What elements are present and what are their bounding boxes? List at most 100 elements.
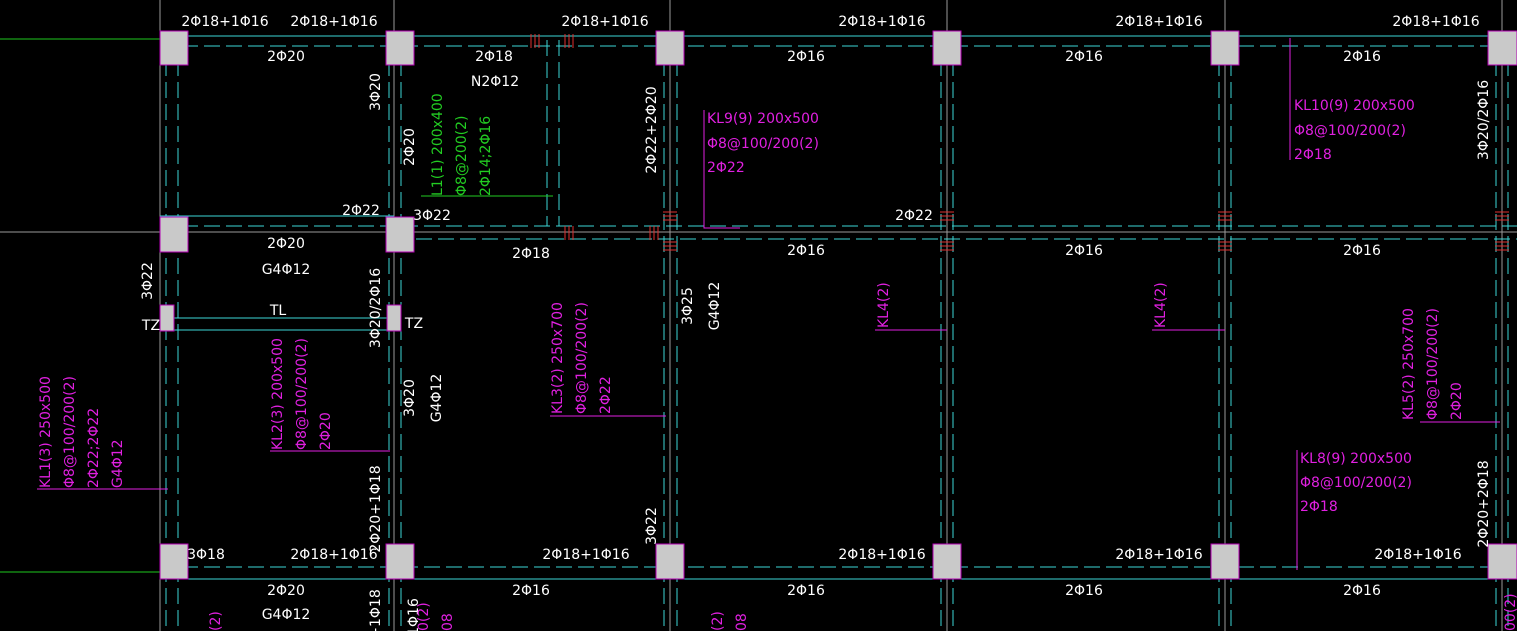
top-rebar-label: 2Φ18+1Φ16 <box>290 547 377 563</box>
partial-label: (2) <box>710 611 726 631</box>
bottom-rebar-label: 2Φ16 <box>787 49 825 65</box>
beam-kl1-stirrup: Φ8@100/200(2) <box>62 376 78 488</box>
beam-kl5-rebar: 2Φ20 <box>1449 382 1465 420</box>
bottom-rebar-label: 2Φ16 <box>1065 243 1103 259</box>
partial-label: (2) <box>208 611 224 631</box>
grid-stubs <box>0 38 160 573</box>
column <box>159 304 175 332</box>
vertical-rebar-label: 2Φ20+1Φ18 <box>368 465 384 552</box>
bottom-rebar-label: 2Φ16 <box>1065 49 1103 65</box>
vertical-rebar-label: 3Φ22 <box>644 507 660 545</box>
column <box>385 543 415 580</box>
column <box>655 30 685 66</box>
bottom-rebar-label: 2Φ16 <box>787 583 825 599</box>
beam-kl9-stirrup: Φ8@100/200(2) <box>707 136 819 152</box>
vertical-rebar-label: G4Φ12 <box>707 282 723 331</box>
column <box>932 30 962 66</box>
bottom-rebar-label: 2Φ20 <box>267 236 305 252</box>
beam-kl8-name: KL8(9) 200x500 <box>1300 451 1412 467</box>
bottom-rebar-label: 2Φ16 <box>512 583 550 599</box>
beam-kl2-name: KL2(3) 200x500 <box>270 338 286 450</box>
top-rebar-label: 3Φ18 <box>187 547 225 563</box>
column <box>1487 30 1517 66</box>
top-rebar-label: 2Φ18+1Φ16 <box>561 14 648 30</box>
top-rebar-label: 2Φ22 <box>342 203 380 219</box>
column <box>655 543 685 580</box>
column <box>385 216 415 253</box>
vertical-rebar-label: 3Φ20/2Φ16 <box>368 268 384 348</box>
bottom-rebar-label: 2Φ16 <box>1343 243 1381 259</box>
beam-kl10-stirrup: Φ8@100/200(2) <box>1294 123 1406 139</box>
beam-annotations-green: L1(1) 200x400 Φ8@200(2) 2Φ14;2Φ16 <box>430 93 494 196</box>
vertical-rebar-label: +1Φ18 <box>368 589 384 631</box>
bottom-rebar-label: 2Φ16 <box>1343 49 1381 65</box>
vertical-rebar-label: 2Φ20 <box>402 128 418 166</box>
beam-kl3-stirrup: Φ8@100/200(2) <box>574 302 590 414</box>
top-rebar-label: 2Φ18+1Φ16 <box>290 14 377 30</box>
columns <box>159 30 1517 580</box>
top-rebar-label: 2Φ18+1Φ16 <box>181 14 268 30</box>
bottom-rebar-label: 2Φ16 <box>787 243 825 259</box>
bottom-rebar-label: 2Φ16 <box>1065 583 1103 599</box>
column <box>159 30 189 66</box>
beam-kl2-stirrup: Φ8@100/200(2) <box>294 338 310 450</box>
side-rebar-label: G4Φ12 <box>262 607 311 623</box>
beam-kl9-rebar: 2Φ22 <box>707 160 745 176</box>
column <box>159 216 189 253</box>
beam-kl2-rebar: 2Φ20 <box>318 412 334 450</box>
top-rebar-label: 2Φ18+1Φ16 <box>1392 14 1479 30</box>
beam-kl3-name: KL3(2) 250x700 <box>550 302 566 414</box>
beam-kl4-name: KL4(2) <box>876 282 892 328</box>
stair-column-label: TZ <box>404 316 423 332</box>
column <box>1210 543 1240 580</box>
beam-annotations-magenta: KL9(9) 200x500 Φ8@100/200(2) 2Φ22 KL10(9… <box>38 98 1517 631</box>
beam-kl8-rebar: 2Φ18 <box>1300 499 1338 515</box>
column <box>385 30 415 66</box>
top-rebar-label: 2Φ18+1Φ16 <box>1374 547 1461 563</box>
vertical-rebar-label: 3Φ20/2Φ16 <box>1476 80 1492 160</box>
beam-kl1-rebar: 2Φ22;2Φ22 <box>86 408 102 488</box>
top-rebar-label: 2Φ18+1Φ16 <box>838 14 925 30</box>
top-rebar-label: 2Φ22 <box>895 208 933 224</box>
column <box>1487 543 1517 580</box>
beam-l1-name: L1(1) 200x400 <box>430 93 446 196</box>
bottom-rebar-label: 2Φ18 <box>512 246 550 262</box>
partial-label: 08 <box>734 613 750 631</box>
beam-kl1-name: KL1(3) 250x500 <box>38 376 54 488</box>
beam-kl10-rebar: 2Φ18 <box>1294 147 1332 163</box>
vertical-rebar-label: 2Φ22+2Φ20 <box>644 86 660 173</box>
partial-label: 08 <box>440 613 456 631</box>
vertical-rebar-label: 3Φ25 <box>680 287 696 325</box>
beam-l1-stirrup: Φ8@200(2) <box>454 116 470 196</box>
top-rebar-label: 2Φ18+1Φ16 <box>542 547 629 563</box>
beam-kl5-name: KL5(2) 250x700 <box>1401 308 1417 420</box>
beam-kl5-stirrup: Φ8@100/200(2) <box>1425 308 1441 420</box>
top-rebar-label: 2Φ18+1Φ16 <box>838 547 925 563</box>
leader-lines <box>37 38 1500 570</box>
beam-kl4-name: KL4(2) <box>1153 282 1169 328</box>
bottom-rebar-label: 2Φ20 <box>267 583 305 599</box>
top-rebar-label: 2Φ18+1Φ16 <box>1115 14 1202 30</box>
stirrup-marks <box>530 34 1509 251</box>
column <box>1210 30 1240 66</box>
beam-l1-rebar: 2Φ14;2Φ16 <box>478 116 494 196</box>
vertical-rebar-label: 1Φ16 <box>406 598 422 631</box>
vertical-rebar-label: 3Φ22 <box>140 262 156 300</box>
vertical-rebar-label: 3Φ20 <box>368 73 384 111</box>
partial-label: 00(2) <box>1503 593 1517 631</box>
column <box>386 304 402 332</box>
beam-kl3-rebar: 2Φ22 <box>598 376 614 414</box>
stair-column-label: TZ <box>141 318 160 334</box>
bottom-rebar-label: 2Φ20 <box>267 49 305 65</box>
stair-beam-label: TL <box>269 303 287 319</box>
vertical-rebar-label: 2Φ20+2Φ18 <box>1476 460 1492 547</box>
side-rebar-label: G4Φ12 <box>262 262 311 278</box>
column <box>159 543 189 580</box>
beam-kl1-side: G4Φ12 <box>110 439 126 488</box>
vertical-rebar-label: G4Φ12 <box>429 374 445 423</box>
vertical-rebar-label: 3Φ20 <box>402 379 418 417</box>
column <box>932 543 962 580</box>
bottom-rebar-label: 2Φ18 <box>475 49 513 65</box>
